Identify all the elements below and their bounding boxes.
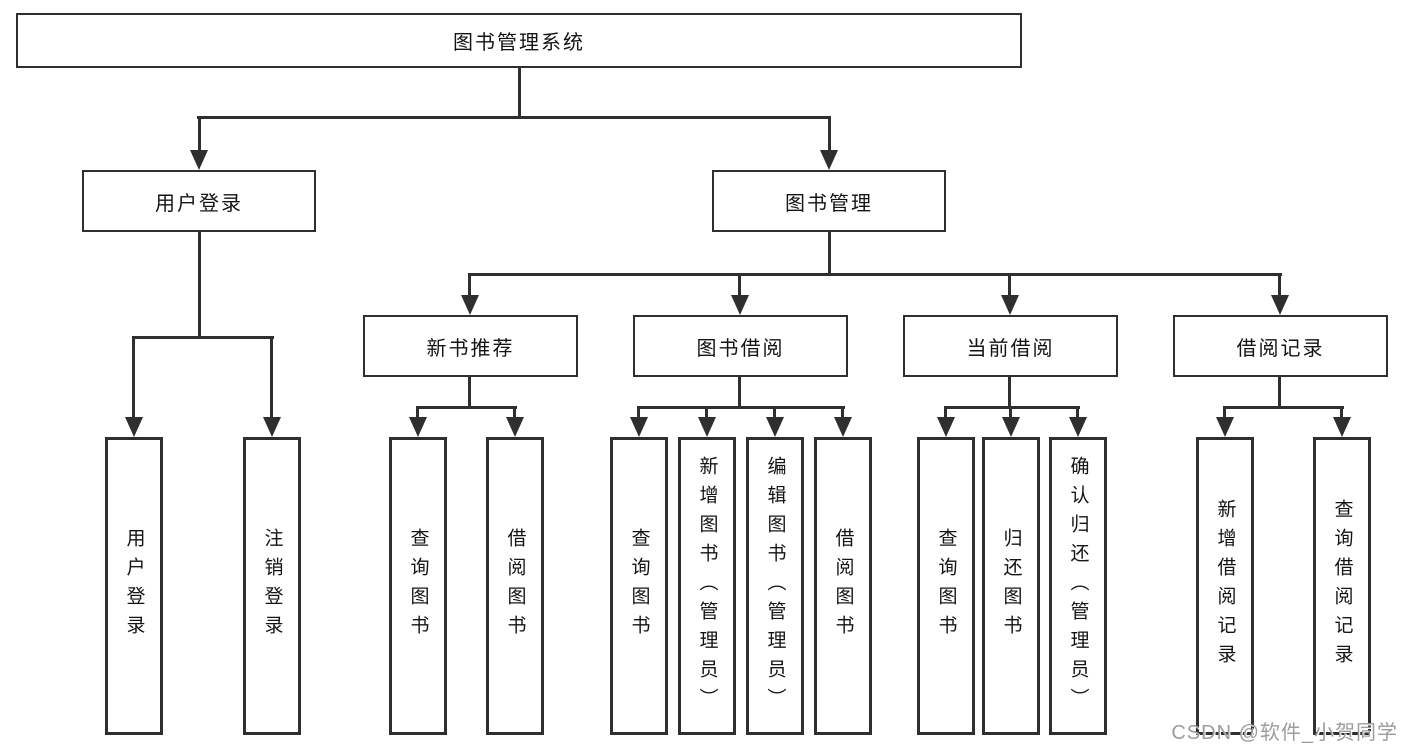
connector-stem (1008, 273, 1011, 299)
node-root-library-system: 图书管理系统 (16, 13, 1022, 68)
arrowhead-down-icon (1069, 417, 1087, 437)
connector-stem (1340, 406, 1343, 421)
vertical-label: 查询借阅记录 (1331, 499, 1353, 673)
connector-stem (828, 232, 831, 276)
leaf-borrow-books-1: 借阅图书 (486, 437, 544, 735)
connector-branch (132, 336, 274, 339)
connector-stem (513, 406, 516, 421)
leaf-confirm-return-admin: 确认归还（管理员） (1049, 437, 1107, 735)
connector-branch (1223, 406, 1344, 409)
vertical-label: 查询图书 (407, 528, 429, 644)
node-user-login-branch: 用户登录 (82, 170, 316, 232)
connector-branch (468, 273, 1282, 276)
connector-stem (828, 116, 831, 154)
arrowhead-down-icon (125, 417, 143, 437)
arrowhead-down-icon (731, 295, 749, 315)
node-book-borrow: 图书借阅 (633, 315, 848, 377)
vertical-label: 查询图书 (935, 528, 957, 644)
vertical-label: 编辑图书（管理员） (764, 455, 786, 717)
leaf-return-books: 归还图书 (982, 437, 1040, 735)
arrowhead-down-icon (409, 417, 427, 437)
leaf-query-borrow-record: 查询借阅记录 (1313, 437, 1371, 735)
arrowhead-down-icon (190, 150, 208, 170)
csdn-watermark: CSDN @软件_小贺同学 (1171, 722, 1398, 744)
connector-stem (270, 336, 273, 421)
vertical-label: 查询图书 (628, 528, 650, 644)
leaf-user-login: 用户登录 (105, 437, 163, 735)
connector-stem (841, 406, 844, 421)
connector-stem (637, 406, 640, 421)
node-current-borrow: 当前借阅 (903, 315, 1118, 377)
leaf-add-books-admin: 新增图书（管理员） (678, 437, 736, 735)
vertical-label: 用户登录 (123, 528, 145, 644)
arrowhead-down-icon (820, 150, 838, 170)
arrowhead-down-icon (766, 417, 784, 437)
vertical-label: 确认归还（管理员） (1067, 455, 1089, 717)
leaf-edit-books-admin: 编辑图书（管理员） (746, 437, 804, 735)
connector-stem (738, 273, 741, 299)
connector-branch (944, 406, 1080, 409)
connector-stem (944, 406, 947, 421)
vertical-label: 归还图书 (1000, 528, 1022, 644)
arrowhead-down-icon (263, 417, 281, 437)
connector-stem (738, 377, 741, 409)
vertical-label: 注销登录 (261, 528, 283, 644)
vertical-label: 新增图书（管理员） (696, 455, 718, 717)
arrowhead-down-icon (834, 417, 852, 437)
connector-stem (416, 406, 419, 421)
arrowhead-down-icon (461, 295, 479, 315)
leaf-query-books-3: 查询图书 (917, 437, 975, 735)
connector-stem (1076, 406, 1079, 421)
arrowhead-down-icon (1001, 295, 1019, 315)
leaf-query-books-2: 查询图书 (610, 437, 668, 735)
connector-branch (637, 406, 845, 409)
vertical-label: 借阅图书 (832, 528, 854, 644)
vertical-label: 新增借阅记录 (1214, 499, 1236, 673)
connector-root-branch (197, 116, 831, 119)
connector-stem (1009, 406, 1012, 421)
connector-stem (468, 273, 471, 299)
arrowhead-down-icon (1271, 295, 1289, 315)
leaf-borrow-books-2: 借阅图书 (814, 437, 872, 735)
connector-stem (705, 406, 708, 421)
connector-stem (468, 377, 471, 409)
arrowhead-down-icon (506, 417, 524, 437)
arrowhead-down-icon (1216, 417, 1234, 437)
vertical-label: 借阅图书 (504, 528, 526, 644)
connector-stem (1223, 406, 1226, 421)
node-borrow-records: 借阅记录 (1173, 315, 1388, 377)
arrowhead-down-icon (937, 417, 955, 437)
arrowhead-down-icon (630, 417, 648, 437)
node-book-management-branch: 图书管理 (712, 170, 946, 232)
node-new-book-recommend: 新书推荐 (363, 315, 578, 377)
connector-branch (416, 406, 517, 409)
connector-stem (198, 116, 201, 154)
leaf-add-borrow-record: 新增借阅记录 (1196, 437, 1254, 735)
connector-stem (773, 406, 776, 421)
connector-stem (1008, 377, 1011, 409)
connector-stem (1278, 377, 1281, 409)
connector-root-stem (518, 68, 521, 119)
leaf-query-books-1: 查询图书 (389, 437, 447, 735)
connector-stem (1278, 273, 1281, 299)
arrowhead-down-icon (698, 417, 716, 437)
leaf-logout: 注销登录 (243, 437, 301, 735)
arrowhead-down-icon (1002, 417, 1020, 437)
connector-stem (132, 336, 135, 421)
connector-stem (198, 232, 201, 339)
arrowhead-down-icon (1333, 417, 1351, 437)
